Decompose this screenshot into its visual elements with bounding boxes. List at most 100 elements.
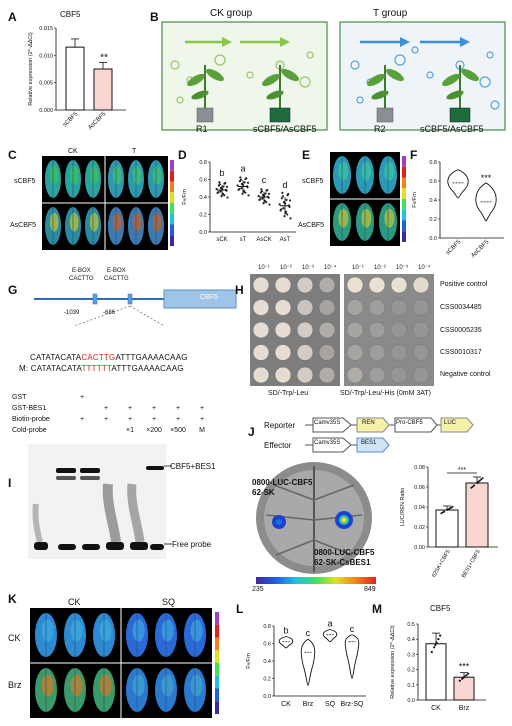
panel-b-label-t-line: sCBF5/AsCBF5 <box>420 124 484 134</box>
panel-label-j: J <box>248 425 255 439</box>
j-leaf-label1-a: 0800-LUC-CBF5 <box>252 478 313 487</box>
h-spot-left <box>296 366 314 384</box>
e-leaf-patch <box>384 208 395 228</box>
panel-c-leaf-images <box>42 156 174 250</box>
m-ytick-label: 0.5 <box>407 622 415 628</box>
i-free-label: Free probe <box>172 540 212 549</box>
i-lane-table: GST+GST-BES1+++++Biotin-probe++++++Cold-… <box>12 394 232 438</box>
panel-c-col-ck: CK <box>68 148 78 155</box>
e-colorbar <box>402 220 406 232</box>
e-colorbar <box>402 177 406 189</box>
m-ytick-label: 0.4 <box>407 637 415 643</box>
m-point <box>467 672 470 675</box>
l-ytick-label: 0.0 <box>263 694 271 700</box>
a-ytick-label: 0.010 <box>39 53 53 59</box>
d-ylabel: Fv/Fm <box>182 189 188 205</box>
g-m-sequence: M: CATATACATATTTTTTATTTGAAAACAAG <box>19 364 184 373</box>
j-pro-text: Pro-CBF5 <box>396 420 423 426</box>
d-ytick-label: 0.2 <box>199 213 207 219</box>
h-spot-left <box>252 321 270 339</box>
j-point <box>470 486 473 489</box>
gel-band-lane3-complex <box>80 468 100 473</box>
h-row-label-css0010317: CSS0010317 <box>440 349 482 356</box>
panel-e-row1: sCBF5 <box>302 178 324 185</box>
f-violin-sCBF5 <box>447 169 469 199</box>
a-bar-sCBF5 <box>65 46 85 111</box>
d-xtick-label: AsT <box>280 237 291 243</box>
g-wt-seq-mid: CACTTG <box>81 353 116 362</box>
g-ebox1-a: E-BOX <box>72 268 91 274</box>
h-spot-left <box>318 299 336 316</box>
k-leaf-patch <box>161 674 174 697</box>
h-spot-right <box>412 366 430 384</box>
m-ytick-label: 0.1 <box>407 683 415 689</box>
h-dil-5: 10⁻¹ <box>352 265 364 271</box>
h-spot-left <box>252 299 270 316</box>
c-leaf <box>65 207 81 245</box>
h-dil-8: 10⁻⁴ <box>418 265 431 271</box>
h-dil-3: 10⁻³ <box>302 265 314 271</box>
d-point <box>222 185 225 188</box>
l-xtick-label: SQ <box>325 701 336 708</box>
panel-k-leaf-images <box>30 608 219 718</box>
h-spot-right <box>368 321 386 339</box>
i-row-label: Cold-probe <box>12 427 47 434</box>
i-lane-value: + <box>103 405 109 412</box>
d-letter-sCK: b <box>219 168 224 178</box>
j-ytick-label: 0.00 <box>414 545 425 551</box>
d-ytick-label: 0.6 <box>199 178 207 184</box>
m-ylabel: Relative expression (2^-ΔΔCt) <box>390 625 396 699</box>
k-colorbar <box>215 701 219 714</box>
j-leaf-label1-b: 62-SK <box>252 488 275 497</box>
e-colorbar <box>402 156 406 167</box>
i-lane-value: + <box>103 416 109 423</box>
panel-c-row2: AsCBF5 <box>10 222 37 229</box>
j-point <box>481 477 484 480</box>
d-point <box>246 181 250 184</box>
g-m-seq-prefix: M: <box>19 364 31 373</box>
d-point <box>238 180 241 183</box>
m-point <box>465 674 468 677</box>
k-colorbar <box>215 612 219 625</box>
m-point <box>433 646 436 649</box>
h-spot-right <box>368 366 386 384</box>
i-lane-value: ×1 <box>126 427 134 434</box>
m-point <box>439 634 442 637</box>
c-leaf-patch <box>49 212 59 232</box>
j-effector-label: Effector <box>264 441 292 450</box>
e-leaf <box>333 203 351 241</box>
d-point <box>288 199 292 202</box>
panel-label-h: H <box>235 283 244 297</box>
panel-c-row1: sCBF5 <box>14 178 36 185</box>
k-leaf-patch <box>190 619 203 642</box>
panel-e-row2: AsCBF5 <box>298 222 325 229</box>
gel-band-lane2-free <box>58 544 76 550</box>
d-point <box>219 190 222 193</box>
plant-t-1 <box>367 65 404 123</box>
l-letter-Brz-SQ: c <box>350 624 355 634</box>
m-xtick-label: Brz <box>459 705 470 712</box>
k-leaf-patch <box>132 619 145 642</box>
d-point <box>289 217 292 220</box>
f-ytick-label: 0.0 <box>429 236 437 242</box>
c-colorbar <box>170 160 174 171</box>
g-m-seq-post: ATTTGAAAACAAG <box>111 364 184 373</box>
h-spot-right <box>346 366 364 384</box>
h-media-right: SD/-Trp/-Leu/-His (0mM 3AT) <box>340 390 432 397</box>
panel-label-a: A <box>8 10 17 24</box>
i-lane-value: + <box>127 405 133 412</box>
j-point <box>441 511 444 514</box>
j-scale-min: 235 <box>252 586 264 593</box>
k-leaf <box>35 668 57 712</box>
j-bes1-text: BES1 <box>361 440 377 446</box>
j-camv-text-2: Camv35S <box>314 440 341 446</box>
e-leaf-patch <box>338 161 349 181</box>
i-row-label: Biotin-probe <box>12 416 50 423</box>
l-violin-Brz-SQ <box>344 634 360 679</box>
m-bar-CK <box>425 643 447 701</box>
f-xtick-label: AsCBF5 <box>470 239 491 260</box>
d-point <box>281 195 285 198</box>
j-point <box>480 478 483 481</box>
l-violin-Brz <box>300 638 316 686</box>
